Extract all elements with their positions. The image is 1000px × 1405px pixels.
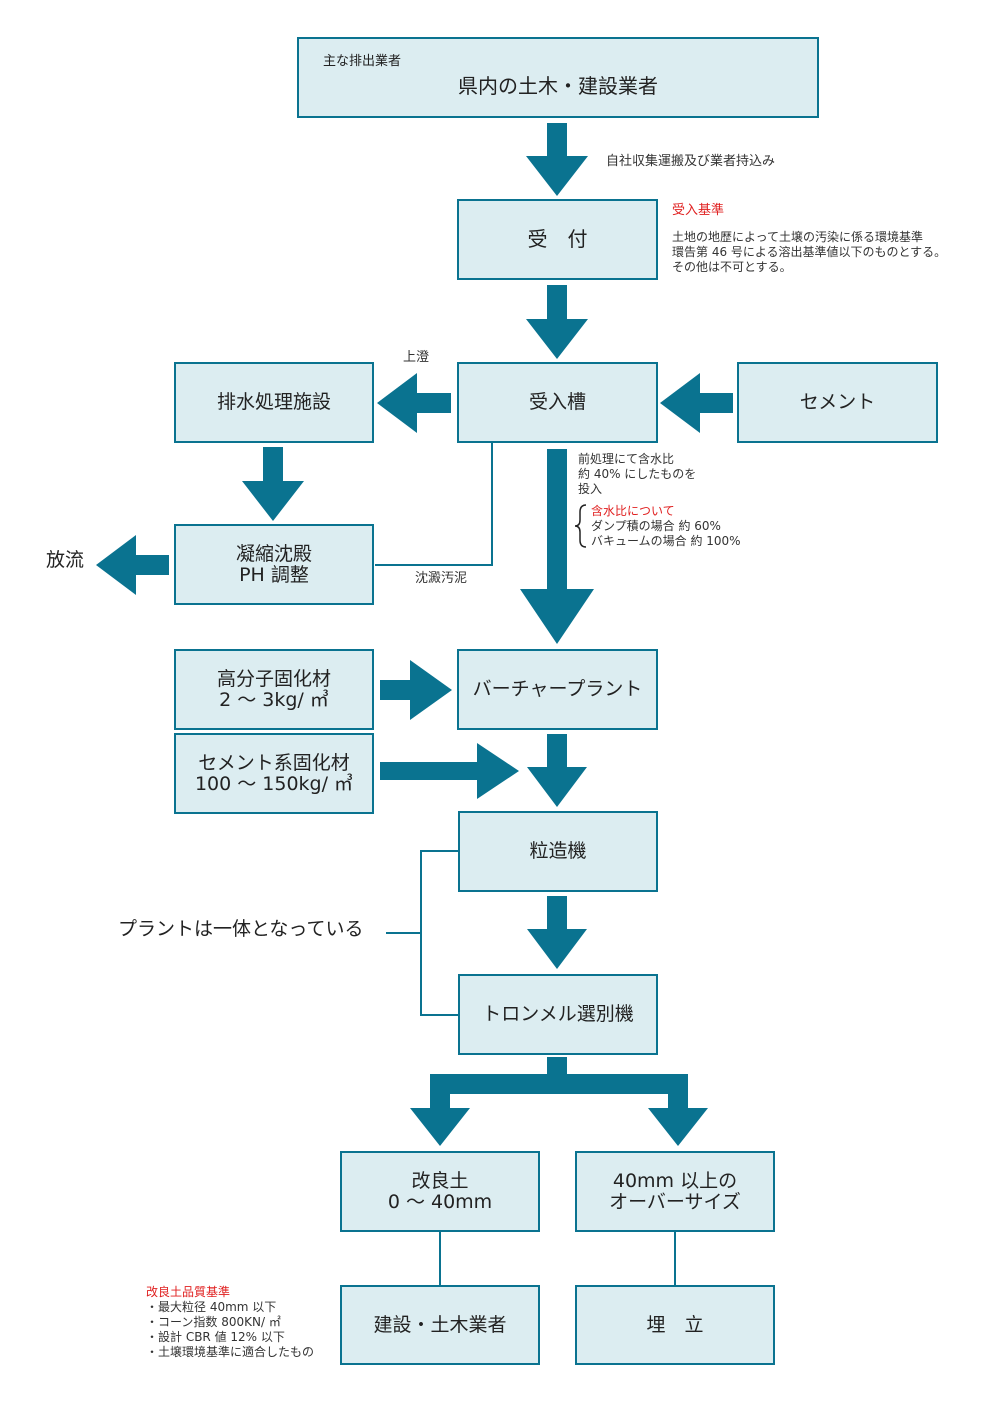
- barcher-plant-label: バーチャープラント: [472, 678, 643, 700]
- moisture-title: 含水比について: [591, 504, 675, 518]
- quality-standard-item: ・土壌環境基準に適合したもの: [146, 1345, 315, 1359]
- drainage-facility-label: 排水処理施設: [216, 391, 331, 413]
- granulator-label: 粒造機: [529, 840, 587, 862]
- oversize-line1: 40mm 以上の: [612, 1169, 738, 1192]
- criteria-title: 受入基準: [672, 203, 725, 218]
- header-title: 県内の土木・建設業者: [458, 74, 658, 98]
- construction-contractors-box: 建設・土木業者: [340, 1285, 540, 1365]
- arrow-plant-to-granulator: [527, 734, 587, 807]
- reception-box: 受 付: [457, 199, 658, 280]
- quality-standard-item: ・設計 CBR 値 12% 以下: [146, 1330, 285, 1344]
- arrow-drainage-to-coagulation: [242, 447, 304, 521]
- polymer-solidifier-line1: 高分子固化材: [216, 667, 331, 690]
- criteria-line: 土地の地歴によって土壌の汚染に係る環境基準: [672, 230, 924, 244]
- quality-standard: 改良土品質基準 ・最大粒径 40mm 以下 ・コーン指数 800KN/ ㎡ ・設…: [146, 1285, 314, 1360]
- arrow-split-to-oversize: [648, 1104, 708, 1146]
- plant-integrated-label: プラントは一体となっている: [118, 918, 364, 940]
- criteria-lines: 土地の地歴によって土壌の汚染に係る環境基準 環告第 46 号による溶出基準値以下…: [672, 230, 946, 275]
- reception-label: 受 付: [527, 227, 588, 251]
- header-small-label: 主な排出業者: [323, 54, 402, 69]
- criteria-line: 環告第 46 号による溶出基準値以下のものとする。: [672, 245, 947, 259]
- arrow-header-to-reception: [526, 123, 588, 196]
- pretreatment-line: 前処理にて含水比: [578, 452, 675, 466]
- pretreatment-lines: 前処理にて含水比 約 40% にしたものを 投入: [578, 452, 696, 497]
- moisture-brace: [574, 504, 587, 548]
- pretreatment-line: 約 40% にしたものを: [578, 467, 697, 481]
- header-box: 主な排出業者 県内の土木・建設業者: [297, 37, 819, 118]
- sediment-connector-line: [375, 443, 493, 566]
- pretreatment-line: 投入: [578, 482, 603, 496]
- arrow-granulator-to-trommel: [527, 896, 587, 969]
- granulator-box: 粒造機: [458, 811, 658, 892]
- oversize-line2: オーバーサイズ: [609, 1190, 741, 1213]
- arrow-discharge: [96, 535, 169, 595]
- cement-label: セメント: [799, 391, 876, 413]
- plant-integrated-bracket: [386, 850, 458, 1016]
- cement-box: セメント: [737, 362, 938, 443]
- arrow-tank-to-drainage: [377, 373, 451, 433]
- supernatant-label: 上澄: [403, 350, 430, 365]
- trommel-box: トロンメル選別機: [458, 974, 658, 1055]
- arrow-cement-solidifier-to-plant: [380, 743, 519, 799]
- coagulation-line1: 凝縮沈殿: [235, 542, 312, 565]
- improved-soil-line2: 0 ～ 40mm: [387, 1190, 493, 1213]
- arrow-reception-to-tank: [526, 285, 588, 359]
- receiving-tank-box: 受入槽: [457, 362, 658, 443]
- cement-solidifier-line2: 100 ～ 150kg/ ㎥: [194, 772, 354, 795]
- sediment-label: 沈澱汚泥: [415, 571, 468, 586]
- quality-standard-item: ・コーン指数 800KN/ ㎡: [146, 1315, 281, 1329]
- trommel-label: トロンメル選別機: [482, 1003, 634, 1025]
- cement-solidifier-box: セメント系固化材 100 ～ 150kg/ ㎥: [174, 733, 374, 814]
- transport-label: 自社収集運搬及び業者持込み: [606, 154, 776, 169]
- quality-standard-title: 改良土品質基準: [146, 1285, 231, 1299]
- polymer-solidifier-box: 高分子固化材 2 ～ 3kg/ ㎥: [174, 649, 374, 730]
- criteria-line: その他は不可とする。: [672, 260, 792, 274]
- improved-soil-line1: 改良土: [411, 1169, 469, 1192]
- improved-soil-box: 改良土 0 ～ 40mm: [340, 1151, 540, 1232]
- discharge-label: 放流: [46, 549, 85, 571]
- cement-solidifier-line1: セメント系固化材: [198, 751, 350, 774]
- coagulation-box: 凝縮沈殿 PH 調整: [174, 524, 374, 605]
- coagulation-line2: PH 調整: [239, 563, 309, 586]
- arrow-tank-to-plant: [520, 449, 594, 644]
- receiving-tank-label: 受入槽: [528, 391, 586, 413]
- moisture-line-dump: ダンプ積の場合 約 60%: [591, 519, 721, 533]
- arrow-polymer-to-plant: [380, 660, 452, 720]
- barcher-plant-box: バーチャープラント: [457, 649, 658, 730]
- split-connector: [430, 1057, 688, 1112]
- drainage-facility-box: 排水処理施設: [174, 362, 374, 443]
- oversize-box: 40mm 以上の オーバーサイズ: [575, 1151, 775, 1232]
- polymer-solidifier-line2: 2 ～ 3kg/ ㎥: [219, 688, 329, 711]
- moisture-note: 含水比について ダンプ積の場合 約 60% バキュームの場合 約 100%: [591, 504, 741, 549]
- construction-contractors-label: 建設・土木業者: [373, 1313, 507, 1336]
- arrow-cement-to-tank: [660, 373, 733, 433]
- quality-standard-item: ・最大粒径 40mm 以下: [146, 1300, 277, 1314]
- landfill-label: 埋 立: [646, 1313, 704, 1336]
- moisture-line-vacuum: バキュームの場合 約 100%: [591, 534, 741, 548]
- arrow-split-to-improved-soil: [410, 1104, 470, 1146]
- landfill-box: 埋 立: [575, 1285, 775, 1365]
